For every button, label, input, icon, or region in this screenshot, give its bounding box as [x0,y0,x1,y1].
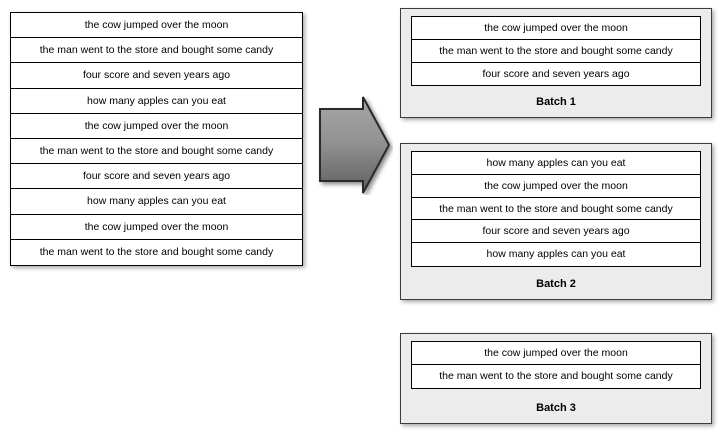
list-item: the cow jumped over the moon [412,175,700,198]
list-item: four score and seven years ago [11,164,302,190]
list-item: the cow jumped over the moon [412,17,700,40]
list-item: the cow jumped over the moon [11,13,302,39]
list-item: four score and seven years ago [11,63,302,89]
list-item: how many apples can you eat [11,89,302,114]
list-item: the man went to the store and bought som… [412,40,700,63]
batch-sentence-table: how many apples can you eat the cow jump… [411,151,701,267]
batch-label: Batch 1 [536,96,576,108]
list-item: the man went to the store and bought som… [439,369,673,382]
list-item: the man went to the store and bought som… [11,38,302,64]
list-item: how many apples can you eat [11,189,302,215]
batch-label: Batch 2 [536,278,576,290]
list-item: the man went to the store and bought som… [11,139,302,165]
list-item: the man went to the store and bought som… [39,245,274,258]
batch-panel: the cow jumped over the moon the man wen… [400,8,712,118]
batch-panel: the cow jumped over the moon the man wen… [400,333,712,424]
list-item: four score and seven years ago [412,220,700,244]
batch-sentence-table: the cow jumped over the moon the man wen… [411,341,701,389]
right-block-arrow-icon [315,95,393,195]
batch-label: Batch 3 [536,402,576,414]
input-sentence-list: the cow jumped over the moon the man wen… [10,12,303,266]
batch-sentence-table: the cow jumped over the moon the man wen… [411,16,701,87]
batch-panel: how many apples can you eat the cow jump… [400,143,712,300]
list-item: the cow jumped over the moon [412,342,700,365]
list-item: the cow jumped over the moon [11,215,302,240]
list-item: the cow jumped over the moon [11,114,302,139]
list-item: the man went to the store and bought som… [412,198,700,221]
list-item: how many apples can you eat [412,152,700,175]
list-item: how many apples can you eat [486,248,626,261]
list-item: four score and seven years ago [482,67,630,80]
